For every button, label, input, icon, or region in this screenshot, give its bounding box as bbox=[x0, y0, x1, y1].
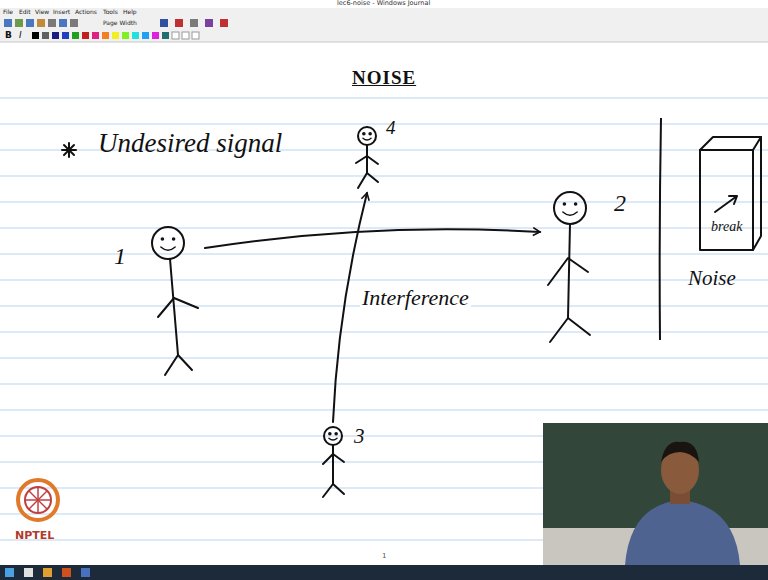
menu-item: Insert bbox=[53, 9, 70, 15]
direction-arrow bbox=[715, 196, 737, 212]
taskbar-icons bbox=[5, 568, 90, 577]
page-number: 1 bbox=[382, 553, 386, 560]
arrow-connector bbox=[205, 229, 540, 248]
stick-figure bbox=[356, 127, 378, 188]
page-title: NOISE bbox=[352, 68, 416, 87]
person-node: 2 bbox=[540, 185, 640, 345]
callout-number: 2 bbox=[614, 191, 626, 215]
person-node: 1 bbox=[110, 222, 205, 382]
toolbar-icons bbox=[4, 19, 228, 39]
menu-item: Tools bbox=[103, 9, 118, 15]
italic-button: I bbox=[19, 31, 22, 40]
edge-label: Interference bbox=[360, 286, 471, 310]
stick-figure bbox=[323, 427, 344, 497]
menu-item: View bbox=[35, 9, 49, 15]
person-node: 4 bbox=[352, 118, 400, 193]
nptel-logo bbox=[18, 480, 58, 520]
wall-line bbox=[660, 118, 661, 340]
callout-number: 3 bbox=[354, 426, 365, 447]
menu-item: Edit bbox=[19, 9, 31, 15]
logo-text: NPTEL bbox=[15, 530, 54, 541]
callout-number: 1 bbox=[114, 244, 126, 268]
toolbar-ground bbox=[0, 0, 768, 42]
menu-item: Help bbox=[123, 9, 137, 15]
window-title: lec6-noise - Windows Journal bbox=[337, 0, 430, 7]
asterisk-bullet bbox=[62, 143, 76, 157]
stick-figure bbox=[548, 192, 590, 342]
figure-shape bbox=[318, 422, 378, 502]
title-bar bbox=[0, 0, 768, 8]
note-text: Noise bbox=[688, 268, 736, 289]
bold-button: B bbox=[5, 31, 12, 40]
box-shape bbox=[695, 132, 765, 257]
menu-item: File bbox=[3, 9, 13, 15]
taskbar bbox=[0, 565, 768, 580]
person-node: 3 bbox=[318, 422, 378, 502]
box-node: break bbox=[695, 132, 765, 257]
menu-item: Actions bbox=[75, 9, 97, 15]
note-text: Undesired signal bbox=[98, 130, 282, 157]
video-inset bbox=[543, 423, 768, 565]
toolbar-edge bbox=[0, 42, 768, 43]
box-label: break bbox=[711, 220, 742, 234]
box-outline bbox=[700, 137, 761, 250]
callout-number: 4 bbox=[386, 118, 396, 137]
zoom-box: Page Width bbox=[103, 20, 137, 26]
stick-figure bbox=[152, 227, 198, 375]
